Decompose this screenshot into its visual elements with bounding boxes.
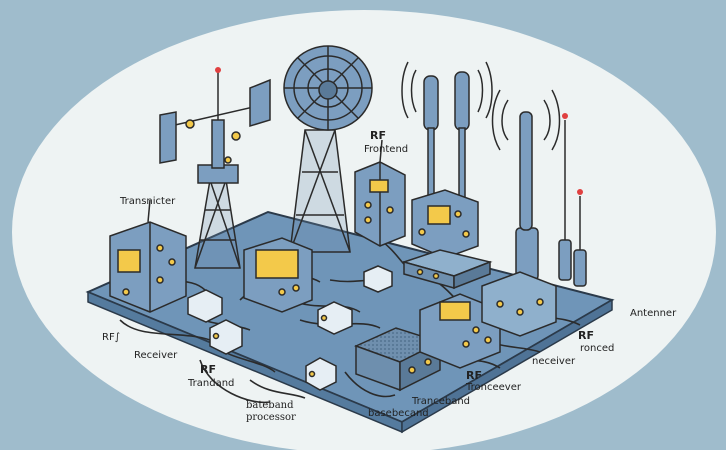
label-tranceband: Tranceband bbox=[412, 396, 471, 407]
monitor-device bbox=[243, 237, 313, 313]
whip-antennas bbox=[558, 113, 587, 287]
wind-vane-tower bbox=[159, 67, 271, 269]
label-processor: processor bbox=[246, 412, 296, 423]
receiver-unit-right bbox=[481, 271, 557, 337]
label-transnicter: Transnicter bbox=[120, 196, 176, 207]
label-rf-left: RF∫ bbox=[102, 332, 120, 343]
rf-transceiver-unit bbox=[419, 293, 501, 369]
dish-tower bbox=[283, 45, 373, 253]
right-tall-antenna bbox=[491, 89, 561, 281]
label-ronced: ronced bbox=[580, 343, 615, 354]
label-antenner: Antenner bbox=[630, 308, 677, 319]
rf-frontend-device bbox=[354, 139, 406, 247]
label-rf-mid: RF bbox=[200, 363, 216, 376]
label-bateband: bateband bbox=[246, 400, 294, 411]
label-rf-top: RF bbox=[370, 129, 386, 142]
label-trandand: Trandand bbox=[188, 378, 235, 389]
label-frontend: Frontend bbox=[364, 144, 409, 155]
adapter-boxes bbox=[187, 265, 393, 391]
label-rf-bottom: RF bbox=[466, 369, 482, 382]
label-rf-right: RF bbox=[578, 329, 594, 342]
label-neceiver: neceiver bbox=[532, 356, 576, 367]
label-tronceever: Tronceever bbox=[466, 382, 521, 393]
central-transceiver bbox=[411, 189, 479, 259]
label-receiver: Receiver bbox=[134, 350, 178, 361]
label-basebecand: basebecand bbox=[368, 408, 429, 419]
transmitter-device bbox=[109, 199, 187, 313]
switch-box bbox=[401, 249, 493, 290]
